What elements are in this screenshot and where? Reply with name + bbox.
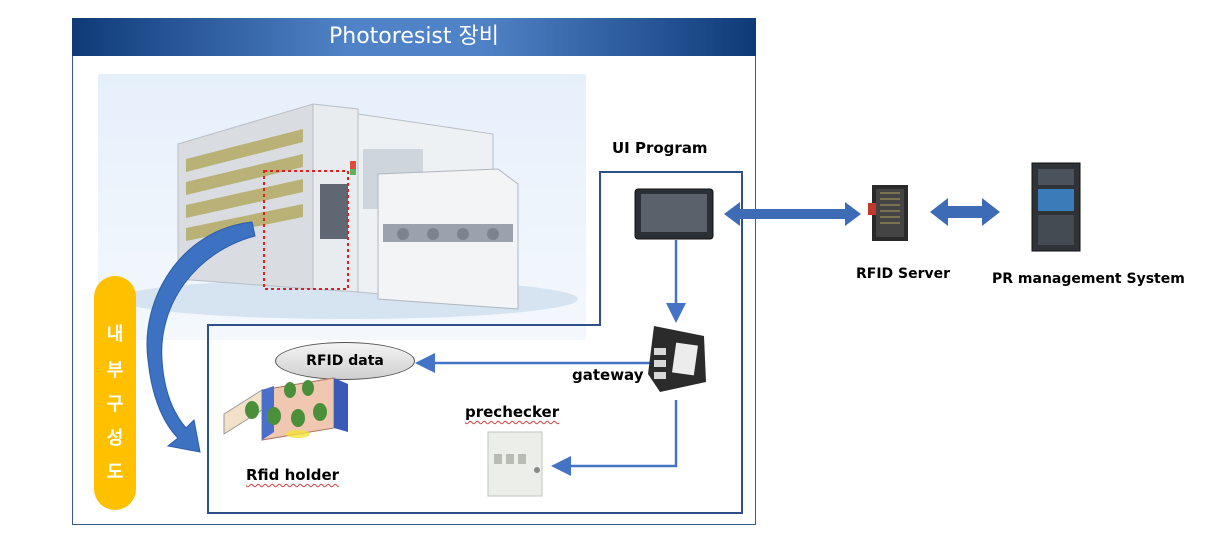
rfid-holder-icon: [223, 377, 348, 441]
double-arrow-server-pr: [930, 198, 1000, 226]
rfid-data-bubble: RFID data: [275, 342, 415, 380]
side-char-4: 성: [106, 428, 124, 449]
photoresist-machine-image: [118, 103, 578, 319]
rfid-holder-label: Rfid holder: [246, 466, 340, 484]
side-char-2: 부: [106, 360, 124, 381]
rfid-server-label: RFID Server: [856, 266, 951, 282]
arrow-gateway-to-prechecker: [551, 400, 678, 476]
diagram-title: Photoresist 장비: [329, 24, 499, 49]
double-arrow-ui-server: [724, 202, 861, 226]
touch-panel-icon: [634, 188, 714, 240]
equipment-photo: [98, 74, 586, 340]
title-bar: Photoresist 장비: [72, 18, 756, 56]
pr-management-system-label: PR management System: [992, 271, 1185, 287]
side-char-1: 내: [106, 324, 124, 345]
prechecker-device-icon: [487, 431, 543, 497]
gateway-label: gateway: [572, 366, 644, 384]
internal-structure-label: 내 부 구 성 도: [94, 276, 136, 510]
pr-management-system-icon: [1031, 162, 1081, 252]
rfid-server-icon: [868, 185, 908, 241]
gateway-device-icon: [648, 326, 706, 392]
prechecker-label: prechecker: [465, 403, 560, 421]
ui-program-label: UI Program: [612, 139, 708, 157]
curved-arrow-detail: [146, 221, 256, 453]
rfid-data-label: RFID data: [306, 353, 384, 369]
side-char-3: 구: [106, 394, 124, 415]
internal-structure-outline: [207, 171, 743, 514]
side-char-5: 도: [106, 462, 124, 483]
